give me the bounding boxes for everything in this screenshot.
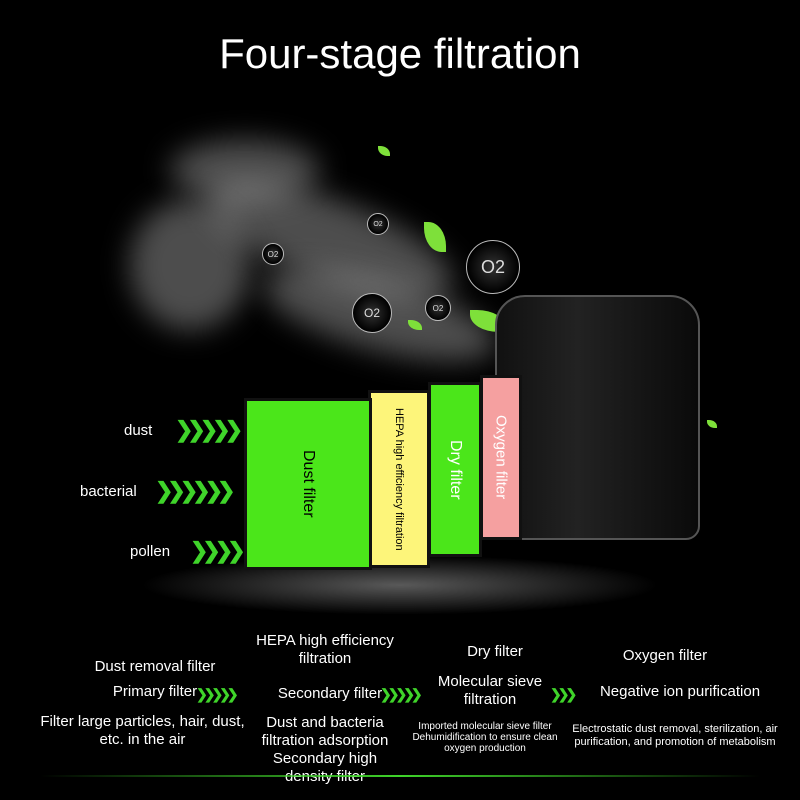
panel-label: HEPA high efficiency filtration	[393, 407, 405, 551]
stage-desc: Filter large particles, hair, dust, etc.…	[40, 713, 245, 748]
input-label: bacterial	[80, 483, 137, 500]
stage-type: Molecular sieve filtration	[437, 673, 543, 708]
panel-label: Oxygen filter	[492, 415, 510, 500]
stage-desc-2: Secondary high density filter	[272, 750, 378, 785]
dry-filter-panel: Dry filter	[428, 382, 482, 557]
o2-bubble: O2	[367, 213, 389, 235]
input-label: pollen	[130, 543, 171, 560]
input-label: dust	[124, 422, 153, 439]
stage-heading: Dust removal filter	[94, 658, 216, 675]
smoke	[130, 200, 250, 330]
o2-bubble: O2	[262, 243, 284, 265]
o2-bubble: O2	[425, 295, 451, 321]
dust-filter-panel: Dust filter	[244, 398, 372, 570]
stage-desc: Dust and bacteria filtration adsorption	[261, 714, 389, 749]
hepa-filter-panel: HEPA high efficiency filtration	[368, 390, 430, 568]
leaf-icon	[424, 222, 446, 252]
stage-heading: Dry filter	[467, 643, 523, 660]
arrow-icon: ❯❯❯	[550, 686, 577, 702]
stage-type: Secondary filter	[277, 685, 383, 702]
stage-heading: HEPA high efficiency filtration	[256, 632, 394, 667]
arrow-icon: ❯❯❯❯❯	[196, 686, 239, 702]
arrow-icon: ❯❯❯❯❯	[380, 686, 423, 702]
stage-desc: Imported molecular sieve filter Dehumidi…	[412, 721, 558, 754]
leaf-icon	[408, 320, 422, 330]
arrow-icon: ❯❯❯❯❯❯	[155, 478, 236, 503]
leaf-icon	[707, 420, 717, 428]
oxygen-filter-panel: Oxygen filter	[480, 375, 522, 540]
stage-type: Primary filter	[112, 683, 198, 700]
divider-line	[40, 775, 760, 777]
leaf-icon	[378, 146, 390, 156]
smoke	[170, 140, 320, 200]
panel-label: Dry filter	[447, 439, 464, 500]
panel-label: Dust filter	[300, 450, 317, 518]
stage-type: Negative ion purification	[599, 683, 761, 700]
arrow-icon: ❯❯❯❯❯	[175, 417, 243, 442]
stage-desc: Electrostatic dust removal, sterilizatio…	[572, 723, 778, 748]
arrow-icon: ❯❯❯❯	[190, 538, 246, 563]
o2-bubble: O2	[352, 293, 392, 333]
page-title: Four-stage filtration	[219, 30, 581, 77]
stage-heading: Oxygen filter	[622, 647, 708, 664]
oxygen-concentrator-image	[495, 295, 700, 540]
o2-bubble: O2	[466, 240, 520, 294]
